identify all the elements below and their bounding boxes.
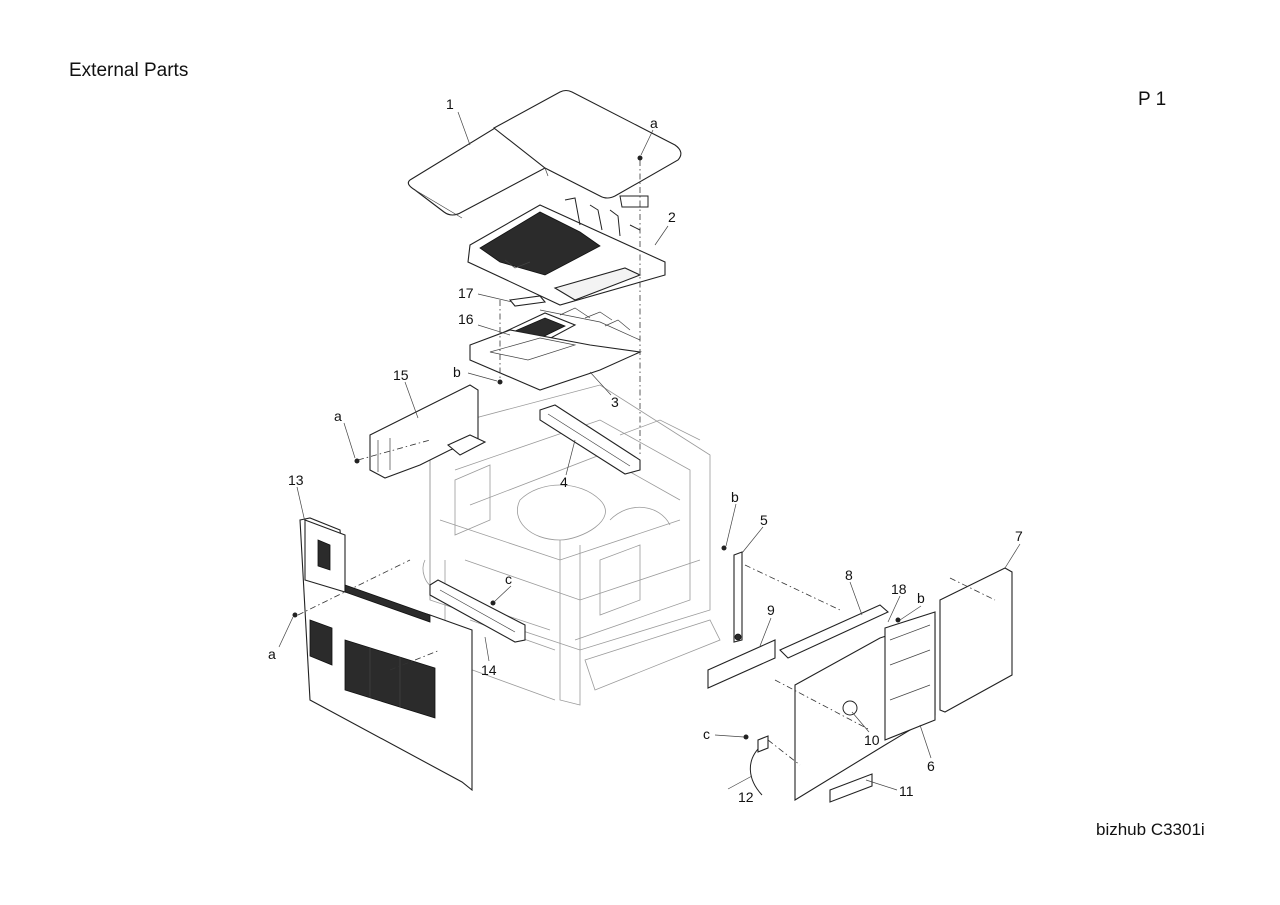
part-9-label — [707, 639, 776, 689]
screw-a-left13 — [292, 612, 298, 618]
page-title: External Parts — [69, 60, 189, 81]
part-8-strip — [779, 604, 890, 659]
callout-9: 9 — [767, 602, 775, 618]
callout-a-left15: a — [334, 408, 342, 424]
part-2-exit-tray — [467, 197, 666, 306]
callout-7: 7 — [1015, 528, 1023, 544]
callout-b-right18: b — [917, 590, 925, 606]
part-13-left-panel — [299, 517, 473, 792]
screw-b-center — [497, 379, 503, 385]
callout-8: 8 — [845, 567, 853, 583]
callout-10: 10 — [864, 732, 880, 748]
part-6-right-panel — [794, 611, 936, 801]
callout-14: 14 — [481, 662, 497, 678]
callout-labels: 1 a 2 17 16 b 15 3 a 4 13 b 5 7 c 8 18 b… — [268, 96, 1023, 805]
callout-a-top: a — [650, 115, 658, 131]
callout-c-14: c — [505, 571, 512, 587]
callout-11: 11 — [899, 783, 914, 799]
part-4-rail — [539, 404, 641, 475]
part-3-inner-cover — [469, 307, 642, 391]
callout-18: 18 — [891, 581, 907, 597]
screw-c-12 — [743, 734, 749, 740]
callout-12: 12 — [738, 789, 754, 805]
callout-b-center: b — [453, 364, 461, 380]
part-15-left-bracket — [369, 384, 487, 479]
screw-b-18 — [895, 617, 901, 623]
callout-1: 1 — [446, 96, 454, 112]
screw-b-5 — [721, 545, 727, 551]
part-7-back-panel — [939, 567, 1013, 713]
screw-a-top — [637, 155, 643, 161]
callout-16: 16 — [458, 311, 474, 327]
part-11-label — [829, 773, 873, 803]
callout-5: 5 — [760, 512, 768, 528]
callout-3: 3 — [611, 394, 619, 410]
screw-a-left15 — [354, 458, 360, 464]
callout-c-12: c — [703, 726, 710, 742]
part-5-hinge-bar — [733, 551, 743, 643]
leader-lines — [278, 111, 1021, 791]
assembly-lines — [297, 160, 996, 766]
callout-17: 17 — [458, 285, 474, 301]
part-12-cable — [749, 735, 769, 796]
callout-6: 6 — [927, 758, 935, 774]
callout-15: 15 — [393, 367, 409, 383]
part-14-bracket — [429, 579, 526, 643]
part-1-top-cover — [407, 89, 682, 219]
screws — [292, 155, 901, 740]
callout-2: 2 — [668, 209, 676, 225]
callout-b-right5: b — [731, 489, 739, 505]
page-number: P 1 — [1138, 89, 1167, 110]
part-17-guide — [508, 295, 547, 307]
callout-13: 13 — [288, 472, 304, 488]
model-name: bizhub C3301i — [1096, 820, 1205, 839]
callout-4: 4 — [560, 474, 568, 490]
callout-a-left13: a — [268, 646, 276, 662]
